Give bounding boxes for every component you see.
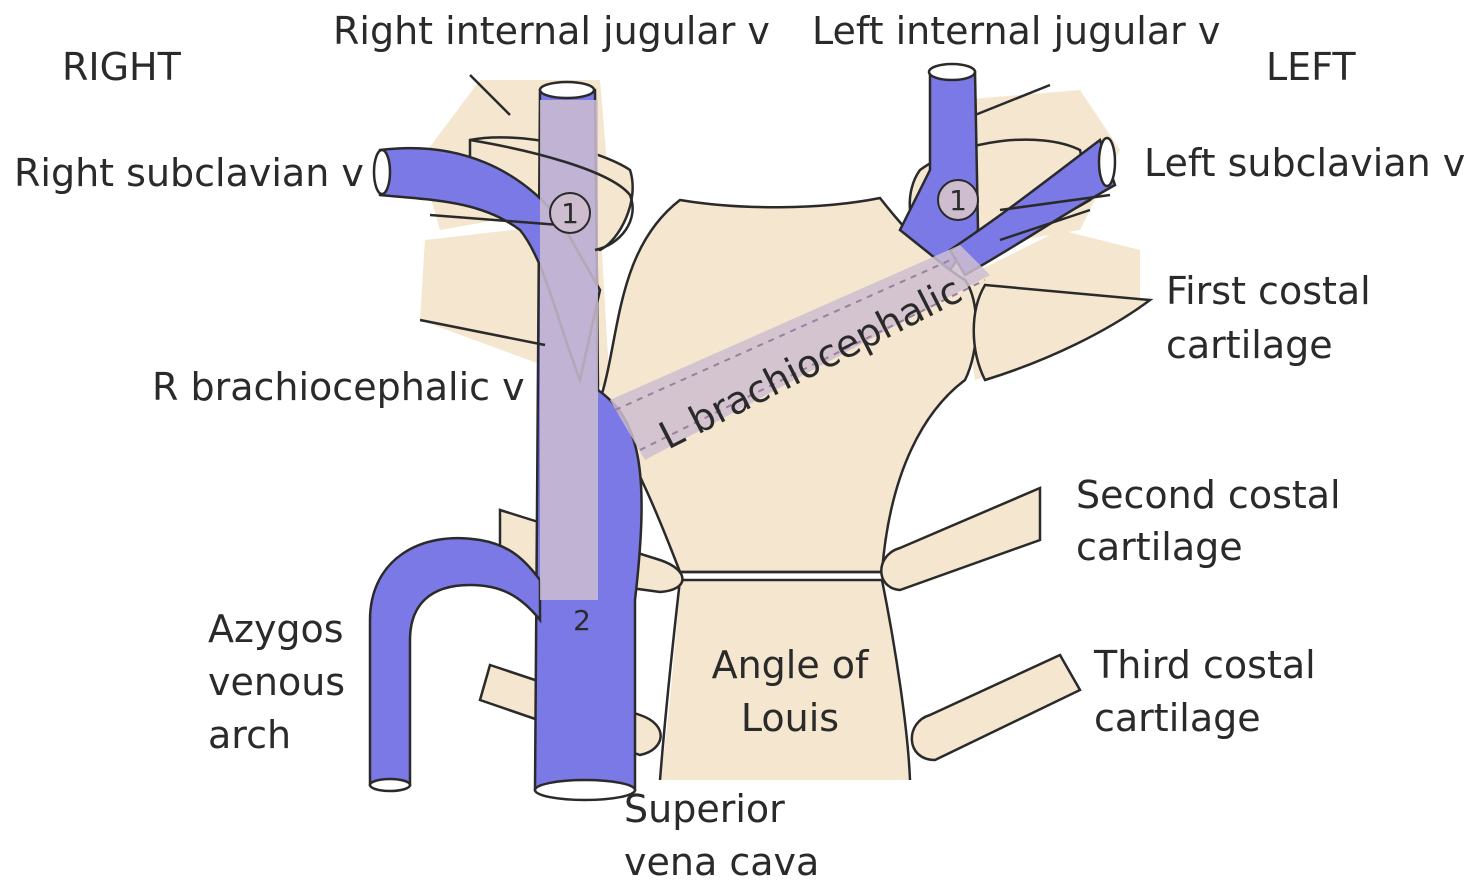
left-subclavian-label: Left subclavian v [1144, 141, 1464, 185]
svc-label-2: vena cava [624, 840, 819, 884]
second-costal-label-2: cartilage [1076, 525, 1243, 569]
third-costal-label-2: cartilage [1094, 696, 1261, 740]
right-ij-opening [540, 82, 594, 98]
right-orientation-label: RIGHT [62, 45, 182, 89]
left-orientation-label: LEFT [1266, 45, 1356, 89]
left-subclavian-opening [1099, 138, 1115, 186]
third-costal-label-1: Third costal [1093, 643, 1316, 687]
azygos-label-1: Azygos [208, 607, 344, 651]
left-internal-jugular-label: Left internal jugular v [812, 9, 1220, 53]
left-second-costal [881, 488, 1040, 590]
right-vein-overlay [540, 100, 598, 600]
right-jv-marker: 1 [561, 197, 579, 230]
right-subclavian-opening [374, 150, 390, 194]
angle-of-louis-label-2: Louis [741, 696, 839, 740]
left-third-costal [912, 655, 1080, 760]
second-costal-label-1: Second costal [1076, 473, 1341, 517]
azygos-arch-vein [370, 538, 540, 785]
azygos-label-2: venous [208, 660, 345, 704]
first-costal-label-2: cartilage [1166, 323, 1333, 367]
svc-opening [535, 780, 635, 800]
left-ij-opening [929, 64, 975, 80]
left-first-costal-cartilage [974, 285, 1150, 380]
azygos-opening [370, 779, 410, 791]
svc-label-1: Superior [624, 787, 785, 831]
left-jv-marker: 1 [949, 184, 967, 217]
sternal-angle-line [680, 572, 882, 580]
right-subclavian-label: Right subclavian v [14, 151, 364, 195]
svc-marker: 2 [573, 604, 591, 637]
angle-of-louis-label-1: Angle of [712, 643, 870, 687]
right-internal-jugular-label: Right internal jugular v [333, 9, 770, 53]
azygos-label-3: arch [208, 713, 291, 757]
first-costal-label-1: First costal [1166, 269, 1371, 313]
r-brachiocephalic-label: R brachiocephalic v [152, 365, 525, 409]
